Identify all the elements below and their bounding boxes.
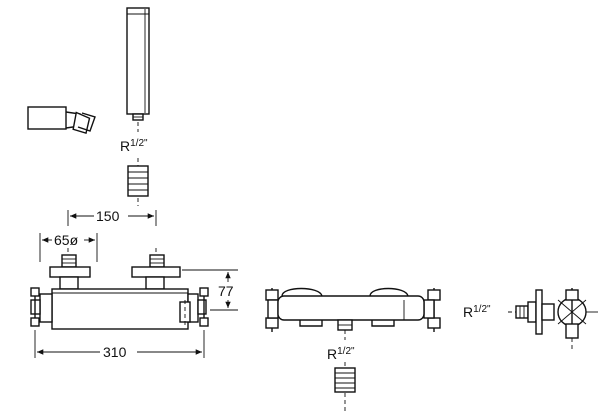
bottom-hose-connector [335,362,355,412]
handshower-thread-label: R1/2" [120,138,148,154]
wall-bracket [28,107,95,135]
dimension-65-label: 65ø [54,232,79,248]
dimension-310-label: 310 [103,344,127,360]
dimension-150-label: 150 [96,208,120,224]
mixer-side-view [508,288,598,350]
hand-shower [127,8,149,132]
outlet-thread-label: R1/2" [327,346,355,362]
dimension-77-label: 77 [218,283,234,299]
mixer-front-view [31,248,208,329]
hose-connector [128,158,148,206]
mixer-bottom-view [266,288,440,340]
side-thread-label: R1/2" [463,304,491,320]
